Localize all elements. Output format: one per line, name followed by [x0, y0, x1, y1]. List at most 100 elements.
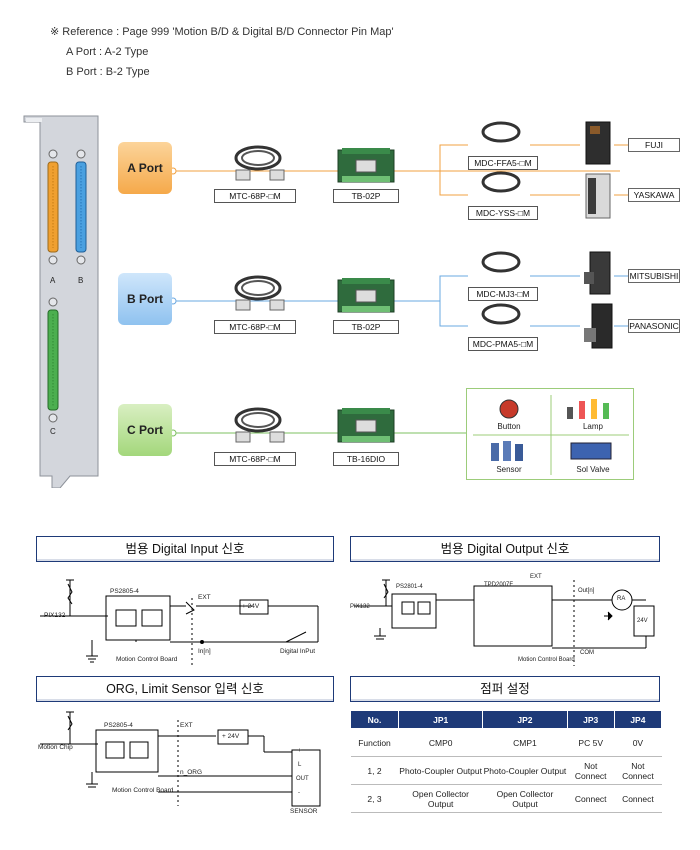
- table-cell: Open Collector Output: [398, 784, 483, 813]
- c-board-label: TB-16DIO: [333, 452, 399, 466]
- di-ext-label: EXT: [198, 594, 211, 601]
- di-in-n-label: In[n]: [198, 648, 211, 655]
- a-port-box: A Port: [118, 142, 172, 194]
- sensor-pin-out: OUT: [296, 776, 309, 782]
- c-terminal-board-icon: [337, 408, 395, 443]
- b-driver1-cable-icon: [481, 251, 521, 273]
- digital-input-circuit: [40, 579, 319, 666]
- org-chip-label: PS2805-4: [104, 722, 133, 729]
- panasonic-drive-icon: [584, 303, 613, 349]
- b-terminal-board-icon: [337, 278, 395, 313]
- io-device-panel: Button Lamp Sensor Sol Valve: [466, 388, 634, 480]
- b-driver2-cable-label: MDC-PMA5-□M: [468, 337, 538, 351]
- table-cell: Connect: [614, 784, 662, 813]
- b-driver2-cable-icon: [481, 303, 521, 325]
- di-digital-input-label: Digital InPut: [280, 648, 316, 655]
- a-driver2-cable-label: MDC-YSS-□M: [468, 206, 538, 220]
- table-cell: 2, 3: [350, 784, 399, 813]
- yaskawa-drive-icon: [585, 173, 611, 219]
- device-button: Button: [497, 422, 521, 431]
- table-cell: Photo-Coupler Output: [482, 756, 568, 785]
- do-ext-label: EXT: [530, 574, 542, 580]
- digital-output-title: 범용 Digital Output 신호: [350, 536, 660, 562]
- jt-header-jp4: JP4: [613, 710, 663, 729]
- do-chip-label: PS2801-4: [396, 584, 423, 590]
- brand-fuji: FUJI: [628, 138, 680, 152]
- a-terminal-board-icon: [337, 148, 395, 183]
- di-board-label: Motion Control Board: [116, 656, 178, 663]
- sensor-pin-l: L: [298, 762, 302, 768]
- mitsubishi-drive-icon: [584, 251, 611, 295]
- org-ext-label: EXT: [180, 722, 193, 729]
- do-ra-label: RA: [617, 596, 626, 602]
- a-driver1-cable-icon: [481, 121, 521, 143]
- do-voltage-label: 24V: [637, 618, 648, 624]
- bracket-label-a: A: [50, 276, 56, 285]
- org-limit-title: ORG, Limit Sensor 입력 신호: [36, 676, 334, 702]
- pci-bracket: [23, 115, 99, 488]
- jt-header-jp1: JP1: [397, 710, 484, 729]
- c-cable-icon: [234, 407, 285, 443]
- a-board-label: TB-02P: [333, 189, 399, 203]
- table-cell: Photo-Coupler Output: [398, 756, 483, 785]
- digital-output-circuit: [354, 579, 655, 666]
- org-signal-label: Motion Chip: [38, 744, 73, 751]
- device-sensor: Sensor: [496, 465, 522, 474]
- di-signal-label: PIX132: [44, 612, 66, 619]
- reference-note: ※ Reference : Page 999 'Motion B/D & Dig…: [50, 26, 394, 38]
- do-board-label: Motion Control Board: [518, 657, 575, 663]
- org-board-label: Motion Control Board: [112, 787, 174, 794]
- reference-a-port-type: A Port : A-2 Type: [66, 46, 149, 58]
- table-row: Function CMP0 CMP1 PC 5V 0V: [350, 728, 662, 757]
- brand-mitsubishi: MITSUBISHI: [628, 269, 680, 283]
- org-voltage-label: + 24V: [222, 733, 240, 740]
- do-driver-label: TPD2007F: [484, 582, 514, 588]
- jumper-table: No. JP1 JP2 JP3 JP4 Function CMP0 CMP1 P…: [350, 710, 663, 813]
- table-cell: Not Connect: [567, 756, 615, 785]
- digital-input-title: 범용 Digital Input 신호: [36, 536, 334, 562]
- device-sol-valve: Sol Valve: [576, 465, 610, 474]
- b-driver1-cable-label: MDC-MJ3-□M: [468, 287, 538, 301]
- do-out-n-label: Out[n]: [578, 588, 595, 594]
- do-com-label: COM: [580, 650, 594, 656]
- table-cell: CMP0: [398, 728, 483, 757]
- table-cell: CMP1: [482, 728, 568, 757]
- table-cell: 1, 2: [350, 756, 399, 785]
- table-cell: 0V: [614, 728, 662, 757]
- table-cell: Open Collector Output: [482, 784, 568, 813]
- jumper-title: 점퍼 설정: [350, 676, 660, 702]
- table-row: 2, 3 Open Collector Output Open Collecto…: [350, 784, 662, 813]
- brand-yaskawa: YASKAWA: [628, 188, 680, 202]
- table-cell: Not Connect: [614, 756, 662, 785]
- jumper-table-header: No. JP1 JP2 JP3 JP4: [350, 710, 663, 729]
- di-voltage-label: + 24V: [242, 603, 260, 610]
- a-cable-label: MTC-68P-□M: [214, 189, 296, 203]
- bracket-label-c: C: [50, 427, 56, 436]
- table-cell: PC 5V: [567, 728, 615, 757]
- bracket-label-b: B: [78, 276, 84, 285]
- a-cable-icon: [234, 145, 285, 181]
- device-lamp: Lamp: [582, 422, 603, 431]
- di-chip-label: PS2805-4: [110, 588, 139, 595]
- jt-header-jp3: JP3: [566, 710, 615, 729]
- org-sensor-label: SENSOR: [290, 808, 318, 815]
- do-signal-label: PIX132: [350, 604, 370, 610]
- jt-header-jp2: JP2: [482, 710, 568, 729]
- c-port-box: C Port: [118, 404, 172, 456]
- jt-header-no: No.: [350, 710, 399, 729]
- brand-panasonic: PANASONIC: [628, 319, 680, 333]
- b-cable-icon: [234, 275, 285, 311]
- b-port-box: B Port: [118, 273, 172, 325]
- table-row: 1, 2 Photo-Coupler Output Photo-Coupler …: [350, 756, 662, 785]
- table-cell: Function: [350, 728, 399, 757]
- reference-b-port-type: B Port : B-2 Type: [66, 66, 150, 78]
- a-driver2-cable-icon: [481, 171, 521, 193]
- org-limit-circuit: [40, 711, 321, 807]
- b-cable-label: MTC-68P-□M: [214, 320, 296, 334]
- c-cable-label: MTC-68P-□M: [214, 452, 296, 466]
- table-cell: Connect: [567, 784, 615, 813]
- a-driver1-cable-label: MDC-FFA5-□M: [468, 156, 538, 170]
- sensor-pin-minus: -: [298, 790, 300, 796]
- org-signal-norg-label: n_ORG: [180, 769, 203, 776]
- fuji-drive-icon: [585, 121, 611, 165]
